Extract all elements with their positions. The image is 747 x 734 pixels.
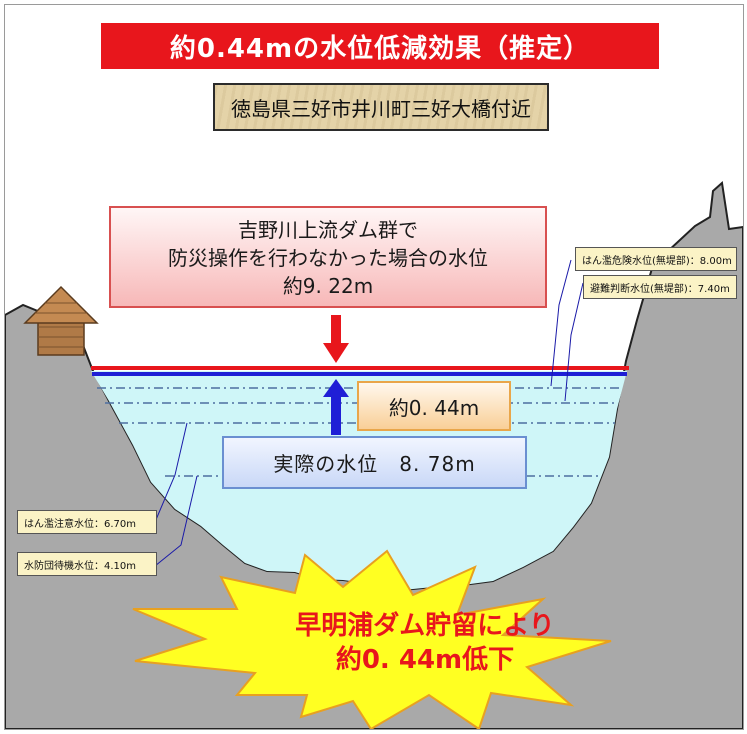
leader-lines — [154, 259, 584, 567]
level-up-arrow — [323, 379, 349, 435]
burst-message: 早明浦ダム貯留により 約0. 44m低下 — [245, 609, 605, 677]
flood-caution-level-label: はん濫注意水位：6.70m — [17, 510, 157, 534]
standby-level-label: 水防団待機水位：4.10m — [17, 552, 157, 576]
location-label: 徳島県三好市井川町三好大橋付近 — [213, 83, 549, 131]
level-down-arrow — [323, 315, 349, 363]
burst-line-1: 早明浦ダム貯留により — [295, 611, 555, 641]
diagram-frame: 約0.44mの水位低減効果（推定） 徳島県三好市井川町三好大橋付近 吉野川上流ダ… — [4, 4, 744, 730]
explosion-burst — [132, 549, 612, 729]
no-operation-line-2: 防災操作を行わなかった場合の水位 — [168, 246, 488, 270]
burst-line-2: 約0. 44m低下 — [335, 645, 515, 675]
house-icon — [23, 285, 99, 356]
actual-level-box: 実際の水位 8. 78m — [222, 436, 527, 489]
flood-danger-level-label: はん濫危険水位(無堤部)：8.00m — [575, 247, 737, 271]
no-operation-scenario-box: 吉野川上流ダム群で 防災操作を行わなかった場合の水位 約9. 22m — [109, 206, 547, 308]
page-title: 約0.44mの水位低減効果（推定） — [101, 23, 659, 69]
no-operation-line-1: 吉野川上流ダム群で — [238, 218, 418, 242]
reduction-amount-box: 約0. 44m — [357, 381, 511, 431]
no-operation-level-value: 約9. 22m — [282, 274, 374, 298]
evacuation-level-label: 避難判断水位(無堤部)：7.40m — [583, 275, 737, 299]
